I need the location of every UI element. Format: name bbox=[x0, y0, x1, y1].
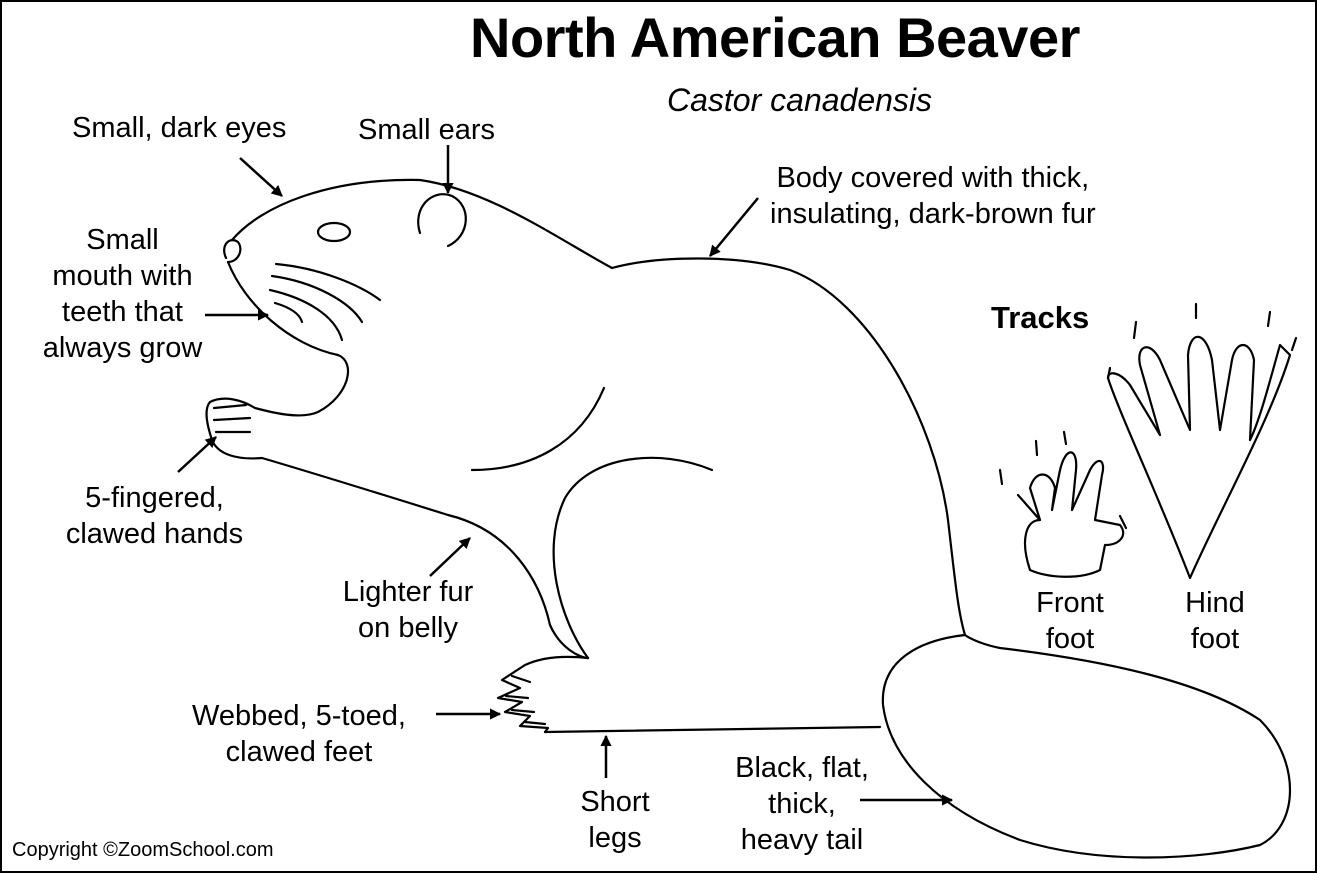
beaver-ear bbox=[418, 194, 466, 246]
arrow-hands bbox=[178, 437, 216, 472]
copyright-notice: Copyright ©ZoomSchool.com bbox=[12, 840, 274, 860]
label-legs-line: Short bbox=[560, 784, 670, 820]
label-fur: Body covered with thick, insulating, dar… bbox=[770, 160, 1096, 232]
arrow-fur bbox=[710, 198, 758, 256]
beaver-eye bbox=[318, 223, 350, 241]
label-hands-line: 5-fingered, bbox=[52, 480, 257, 516]
label-legs: Short legs bbox=[560, 784, 670, 856]
label-hind-foot-line: foot bbox=[1165, 621, 1265, 657]
beaver-whiskers bbox=[270, 264, 380, 340]
arrow-belly bbox=[430, 538, 470, 576]
beaver-snout bbox=[228, 262, 348, 415]
label-belly: Lighter fur on belly bbox=[330, 574, 486, 646]
label-ears-line: Small ears bbox=[358, 112, 495, 148]
label-belly-line: Lighter fur bbox=[330, 574, 486, 610]
label-mouth-line: always grow bbox=[40, 330, 205, 366]
page-title: North American Beaver bbox=[470, 10, 1080, 66]
label-eyes-line: Small, dark eyes bbox=[72, 110, 286, 146]
label-hands: 5-fingered, clawed hands bbox=[52, 480, 257, 552]
beaver-haunch bbox=[554, 458, 712, 658]
label-mouth-line: teeth that bbox=[40, 294, 205, 330]
label-feet: Webbed, 5-toed, clawed feet bbox=[168, 698, 430, 770]
arrow-eyes bbox=[240, 158, 282, 196]
beaver-arm bbox=[472, 388, 604, 470]
label-hands-line: clawed hands bbox=[52, 516, 257, 552]
beaver-foot bbox=[498, 657, 588, 732]
label-front-foot-line: Front bbox=[1020, 585, 1120, 621]
label-mouth-line: Small bbox=[40, 222, 205, 258]
label-hind-foot: Hind foot bbox=[1165, 585, 1265, 657]
label-tail-line: Black, flat, bbox=[720, 750, 884, 786]
label-front-foot: Front foot bbox=[1020, 585, 1120, 657]
label-feet-line: clawed feet bbox=[168, 734, 430, 770]
beaver-back-outline bbox=[612, 258, 965, 635]
label-tail: Black, flat, thick, heavy tail bbox=[720, 750, 884, 858]
label-belly-line: on belly bbox=[330, 610, 486, 646]
front-foot-track bbox=[1018, 452, 1123, 576]
scientific-name: Castor canadensis bbox=[667, 84, 932, 116]
beaver-tail bbox=[883, 635, 1290, 858]
label-tail-line: heavy tail bbox=[720, 822, 884, 858]
beaver-hand bbox=[206, 399, 262, 459]
beaver-head-outline bbox=[232, 180, 612, 268]
label-mouth: Small mouth with teeth that always grow bbox=[40, 222, 205, 366]
beaver-ground bbox=[545, 727, 880, 732]
label-tail-line: thick, bbox=[720, 786, 884, 822]
tracks-heading: Tracks bbox=[991, 302, 1089, 333]
hind-foot-track bbox=[1108, 337, 1290, 578]
label-fur-line: Body covered with thick, bbox=[770, 160, 1096, 196]
label-fur-line: insulating, dark-brown fur bbox=[770, 196, 1096, 232]
label-front-foot-line: foot bbox=[1020, 621, 1120, 657]
label-eyes: Small, dark eyes bbox=[72, 110, 286, 146]
label-legs-line: legs bbox=[560, 820, 670, 856]
label-hind-foot-line: Hind bbox=[1165, 585, 1265, 621]
label-feet-line: Webbed, 5-toed, bbox=[168, 698, 430, 734]
label-mouth-line: mouth with bbox=[40, 258, 205, 294]
beaver-nose bbox=[224, 240, 240, 262]
label-ears: Small ears bbox=[358, 112, 495, 148]
